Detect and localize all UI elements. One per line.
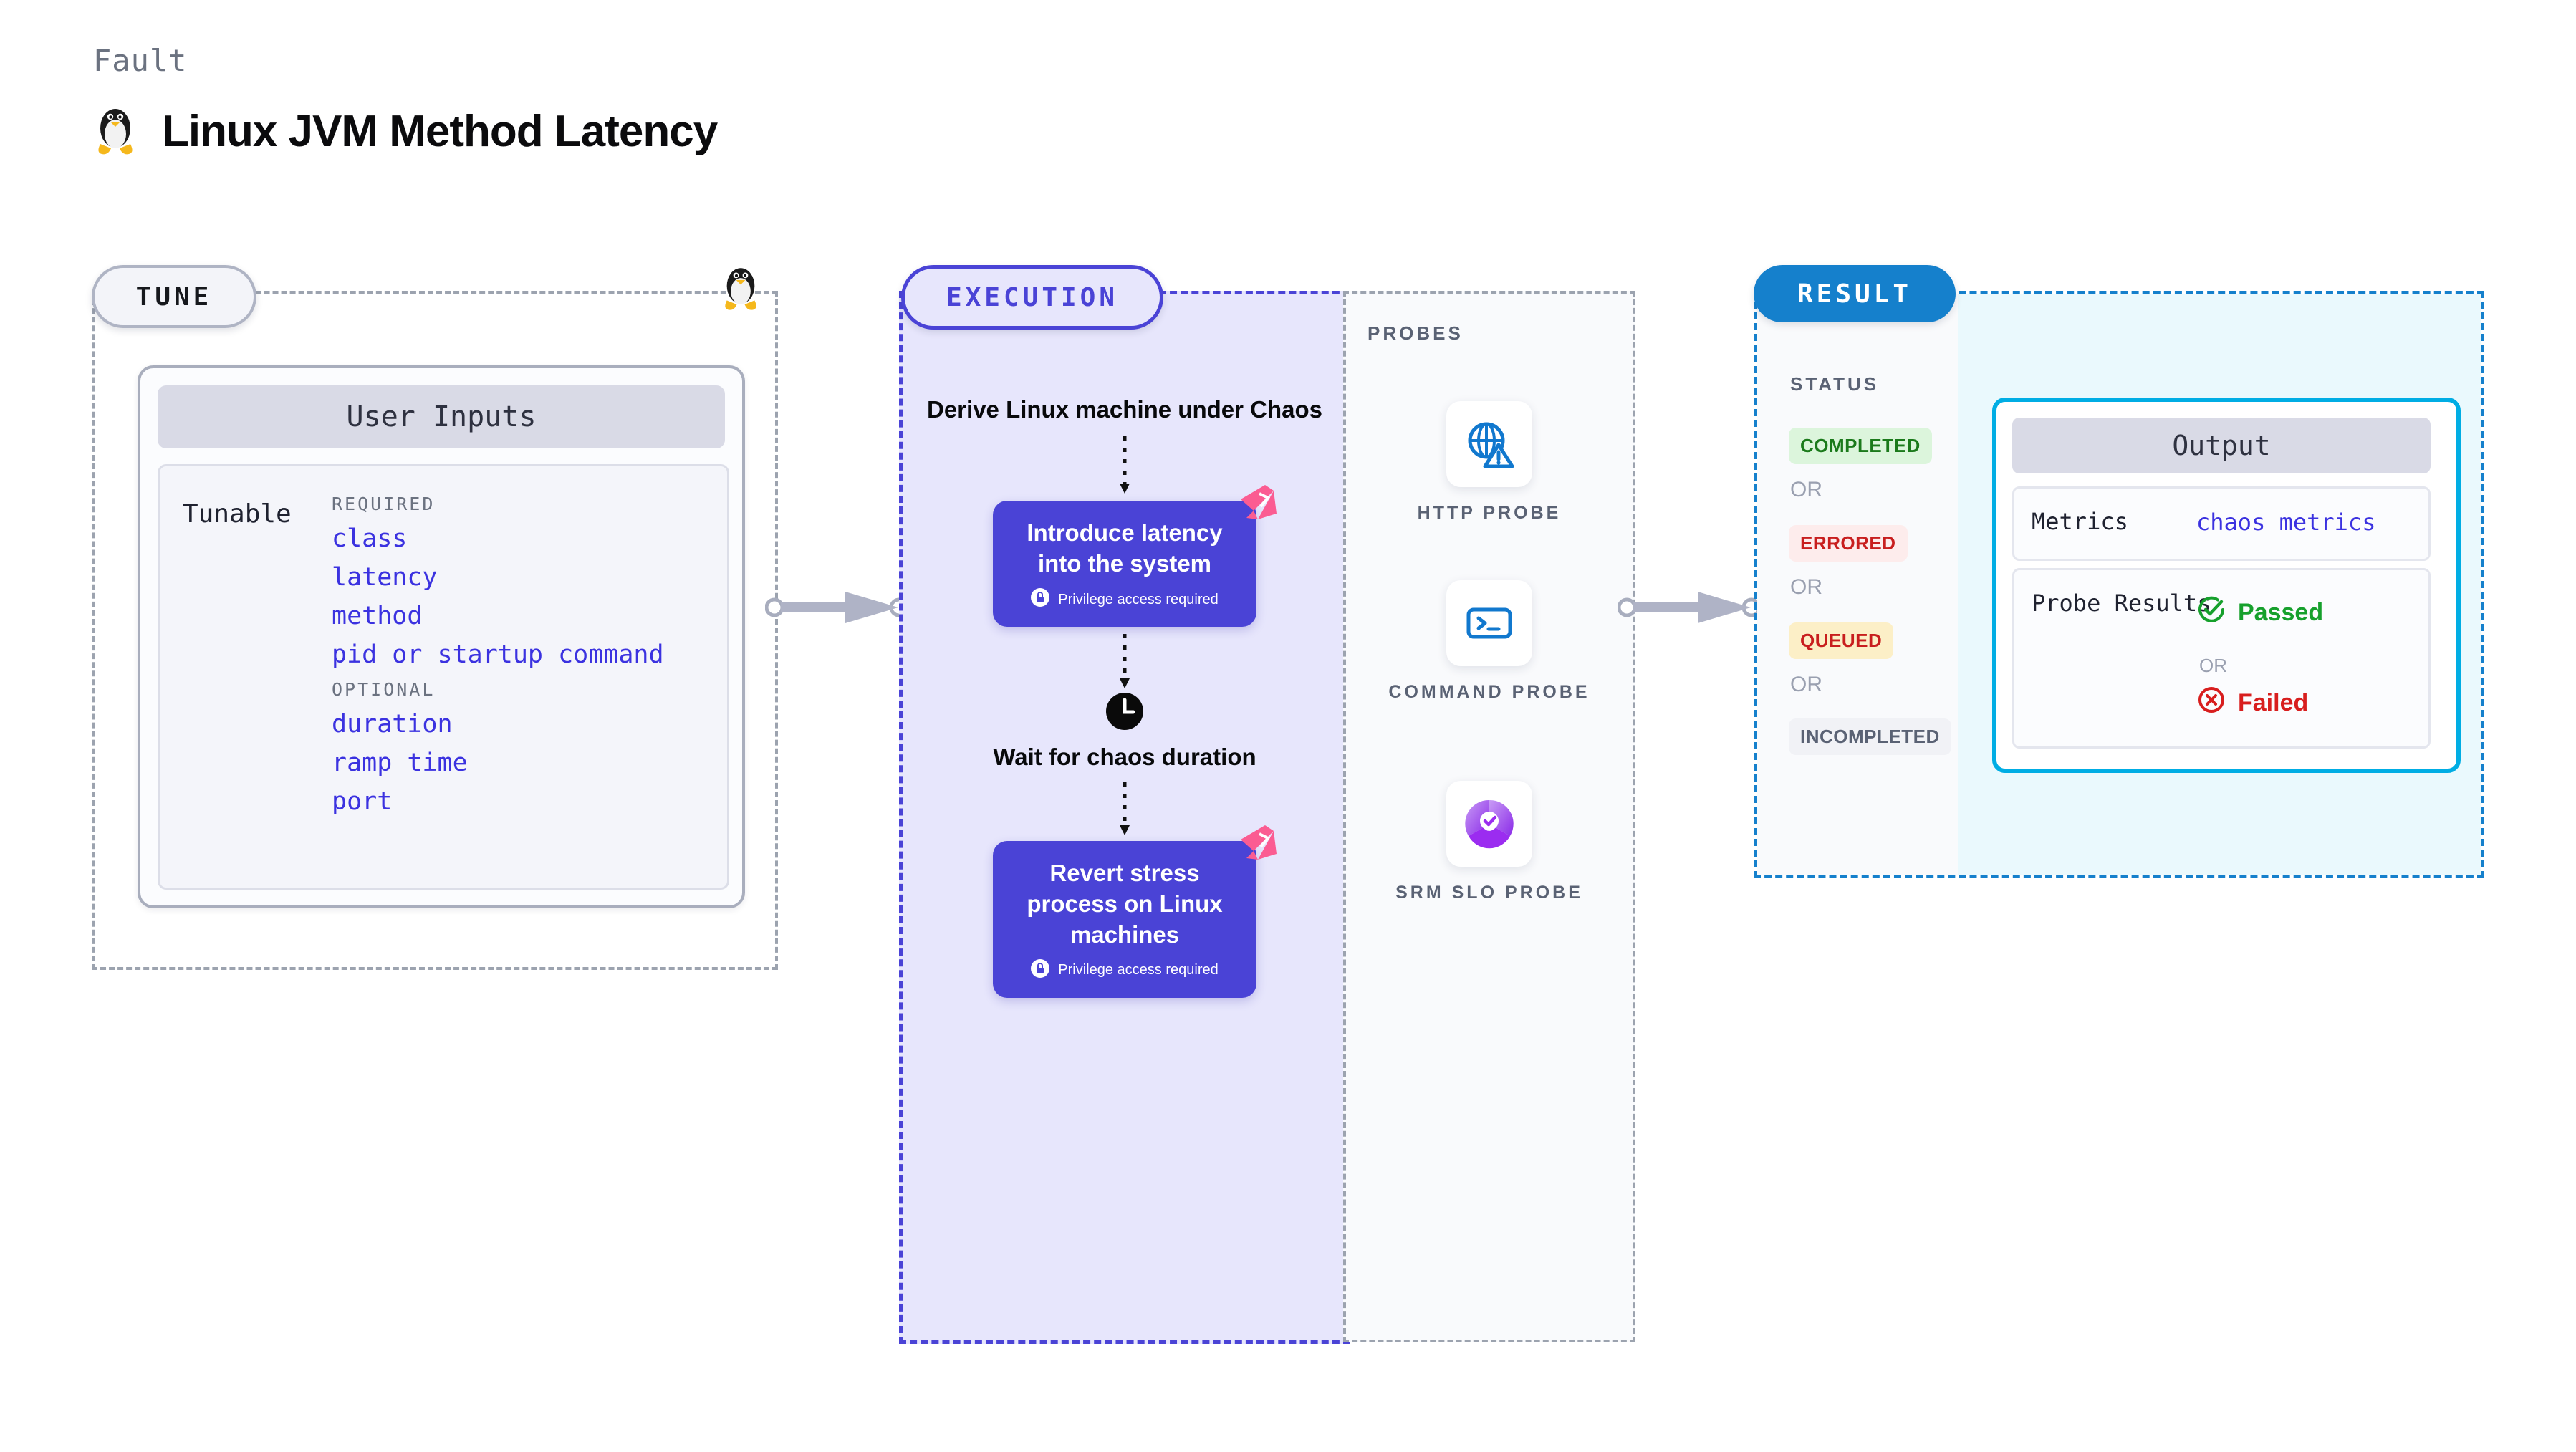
- execution-badge: EXECUTION: [901, 265, 1163, 330]
- verdict-or-separator: OR: [2199, 655, 2227, 676]
- metrics-value[interactable]: chaos metrics: [2196, 509, 2376, 536]
- group-heading-required: REQUIRED: [332, 494, 436, 514]
- param-pid-or-startup-command[interactable]: pid or startup command: [332, 640, 664, 669]
- output-title: Output: [2012, 418, 2431, 473]
- globe-warning-icon: [1446, 401, 1532, 487]
- linux-penguin-icon: [720, 262, 761, 316]
- probe-results-row: Probe Results Passed OR: [2012, 568, 2431, 749]
- page-title-row: Linux JVM Method Latency: [93, 102, 718, 160]
- probe-label: SRM SLO PROBE: [1395, 883, 1583, 903]
- param-latency[interactable]: latency: [332, 563, 438, 592]
- step-introduce-latency[interactable]: Introduce latency into the system Privil…: [993, 485, 1277, 628]
- probe-command[interactable]: COMMAND PROBE: [1346, 580, 1633, 704]
- param-port[interactable]: port: [332, 787, 393, 816]
- fault-kicker: Fault: [93, 43, 188, 78]
- tunable-label: Tunable: [183, 499, 292, 529]
- result-badge: RESULT: [1754, 265, 1956, 322]
- probe-http[interactable]: HTTP PROBE: [1346, 401, 1633, 525]
- x-circle-icon: [2196, 685, 2226, 721]
- privilege-note: Privilege access required: [993, 582, 1256, 627]
- execution-flow: Derive Linux machine under Chaos Introdu…: [903, 294, 1347, 998]
- output-zone: Output Metrics chaos metrics Probe Resul…: [1958, 294, 2481, 875]
- tunable-section: Tunable REQUIRED class latency method pi…: [158, 464, 729, 890]
- status-badge-completed: COMPLETED: [1789, 428, 1932, 464]
- page-header: Fault Linux JVM Method Latency: [93, 43, 718, 160]
- connector-execution-to-result: [1617, 589, 1762, 630]
- status-badge-incompleted: INCOMPLETED: [1789, 718, 1951, 755]
- probe-results-key: Probe Results: [2032, 590, 2211, 617]
- tune-zone: User Inputs Tunable REQUIRED class laten…: [92, 291, 778, 970]
- probes-zone: PROBES HTTP PROBE COMMAND PROBE: [1343, 291, 1635, 1342]
- tunable-param-list: REQUIRED class latency method pid or sta…: [332, 489, 704, 826]
- verdict-failed-label: Failed: [2238, 689, 2309, 716]
- verdict-passed: Passed: [2196, 595, 2323, 631]
- flow-arrow-2: [903, 634, 1347, 691]
- connector-tune-to-execution: [764, 589, 909, 630]
- lock-icon: [1031, 958, 1050, 982]
- wait-label: Wait for chaos duration: [993, 744, 1256, 771]
- group-heading-optional: OPTIONAL: [332, 679, 436, 700]
- step-revert-stress[interactable]: Revert stress process on Linux machines …: [993, 825, 1277, 998]
- output-card: Output Metrics chaos metrics Probe Resul…: [1992, 398, 2461, 773]
- or-separator: OR: [1790, 478, 1822, 501]
- flow-arrow-3: [903, 782, 1347, 838]
- slo-donut-check-icon: [1446, 781, 1532, 867]
- chaos-badge-icon: [1232, 822, 1279, 869]
- execution-zone: Derive Linux machine under Chaos Introdu…: [899, 291, 1350, 1344]
- result-zone: STATUS COMPLETED OR ERRORED OR QUEUED OR…: [1754, 291, 2484, 878]
- param-method[interactable]: method: [332, 602, 423, 630]
- privilege-note: Privilege access required: [993, 953, 1256, 998]
- verdict-passed-label: Passed: [2238, 599, 2324, 626]
- probe-label: COMMAND PROBE: [1388, 682, 1590, 702]
- privilege-note-text: Privilege access required: [1058, 962, 1219, 979]
- metrics-row: Metrics chaos metrics: [2012, 486, 2431, 561]
- param-class[interactable]: class: [332, 524, 408, 553]
- user-inputs-title: User Inputs: [158, 385, 725, 448]
- linux-penguin-icon: [93, 102, 138, 160]
- probe-srm-slo[interactable]: SRM SLO PROBE: [1346, 781, 1633, 905]
- or-separator: OR: [1790, 575, 1822, 599]
- flow-arrow-1: [903, 436, 1347, 496]
- check-circle-icon: [2196, 595, 2226, 631]
- verdict-failed: Failed: [2196, 685, 2308, 721]
- tune-badge: TUNE: [92, 265, 256, 328]
- user-inputs-card: User Inputs Tunable REQUIRED class laten…: [138, 365, 745, 908]
- chaos-badge-icon: [1232, 482, 1279, 529]
- metrics-key: Metrics: [2032, 508, 2128, 535]
- step-label: Introduce latency into the system: [1027, 519, 1223, 577]
- status-label: STATUS: [1790, 373, 1880, 395]
- param-ramp-time[interactable]: ramp time: [332, 749, 468, 777]
- or-separator: OR: [1790, 673, 1822, 696]
- param-duration[interactable]: duration: [332, 710, 453, 739]
- status-badge-queued: QUEUED: [1789, 622, 1894, 659]
- terminal-icon: [1446, 580, 1532, 666]
- page-title: Linux JVM Method Latency: [162, 107, 718, 156]
- clock-icon: [1105, 693, 1145, 734]
- probes-label: PROBES: [1368, 322, 1464, 344]
- step-derive-machine: Derive Linux machine under Chaos: [927, 396, 1322, 423]
- status-badge-errored: ERRORED: [1789, 525, 1908, 562]
- status-panel: STATUS COMPLETED OR ERRORED OR QUEUED OR…: [1757, 294, 1958, 875]
- step-label: Revert stress process on Linux machines: [1027, 860, 1223, 948]
- step-wait-for-duration: Wait for chaos duration: [903, 691, 1347, 772]
- lock-icon: [1031, 588, 1050, 611]
- probe-label: HTTP PROBE: [1417, 503, 1562, 523]
- privilege-note-text: Privilege access required: [1058, 591, 1219, 607]
